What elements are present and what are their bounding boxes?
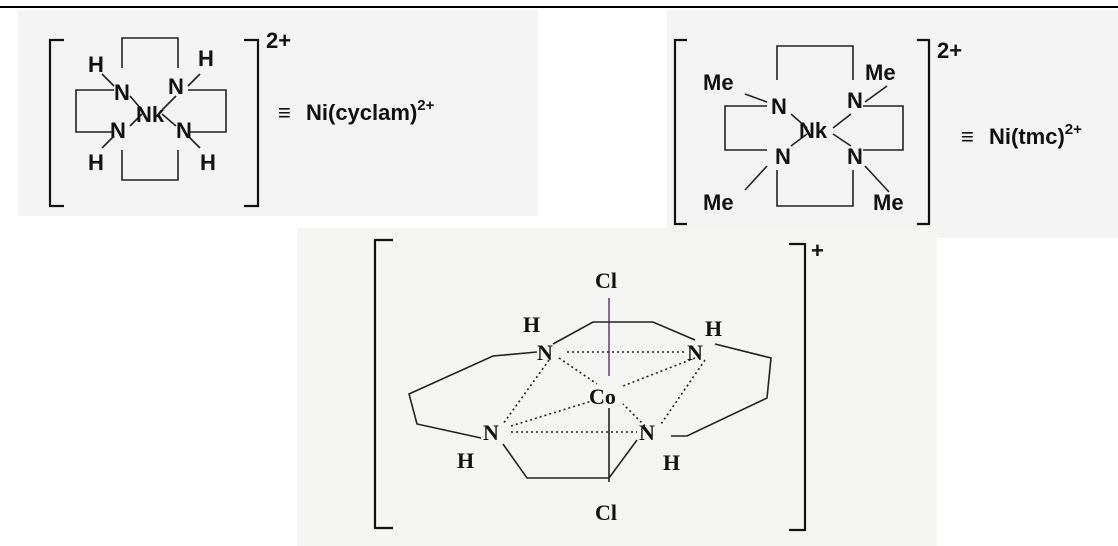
n-atom: N [687, 340, 703, 365]
n-metal-bonds [129, 95, 177, 127]
ring-left [724, 105, 767, 151]
ring-bottom [121, 150, 179, 181]
methyl-label: Me [873, 190, 904, 215]
right-bracket [917, 38, 931, 226]
h-atom: H [88, 150, 104, 175]
coordination-bond [622, 403, 646, 427]
n-atom: N [771, 94, 787, 119]
n-atom: N [847, 144, 863, 169]
charge-label: + [811, 238, 824, 263]
ring-right [863, 105, 904, 151]
macrocycle-ring [408, 321, 772, 479]
n-atom: N [483, 420, 499, 445]
ni-atom: Nk [799, 118, 828, 143]
n-atom: N [168, 74, 184, 99]
h-atom: H [457, 448, 474, 473]
right-bracket [244, 38, 260, 208]
coordination-bond [502, 359, 550, 425]
ring-top [121, 37, 179, 68]
methyl-label: Me [703, 70, 734, 95]
methyl-label: Me [703, 190, 734, 215]
ring-bottom [776, 170, 854, 207]
ring-right [188, 89, 227, 133]
left-bracket [48, 38, 64, 208]
n-atom: N [775, 144, 791, 169]
ni-atom: Nk [136, 102, 165, 127]
methyl-label: Me [865, 60, 896, 85]
equiv-sign: ≡ [961, 124, 974, 149]
n-metal-bonds [790, 113, 852, 147]
ni-tmc-structure: Me Me N N Nk N N Me Me 2+ ≡ Ni(tmc)2+ [667, 10, 1118, 238]
ring-left [75, 89, 114, 133]
left-bracket [673, 38, 687, 226]
right-bracket [789, 242, 807, 532]
cl-atom: Cl [595, 268, 617, 293]
coordination-bond [622, 357, 696, 387]
coordination-bond [558, 357, 598, 385]
complex-name: Ni(cyclam)2+ [306, 97, 435, 125]
me-bonds [744, 85, 890, 193]
n-atom: N [639, 420, 655, 445]
h-atom: H [88, 52, 104, 77]
n-atom: N [176, 118, 192, 143]
n-atom: N [114, 80, 130, 105]
n-atom: N [537, 340, 553, 365]
complex-name: Ni(tmc)2+ [989, 121, 1082, 149]
charge-label: 2+ [266, 28, 291, 53]
h-bonds [101, 73, 201, 149]
n-atom: N [110, 118, 126, 143]
h-atom: H [198, 46, 214, 71]
co-complex-structure: Cl H N H N Co N H N H Cl + [297, 228, 937, 546]
h-atom: H [200, 150, 216, 175]
h-atom: H [663, 450, 680, 475]
charge-label: 2+ [937, 38, 962, 63]
co-atom: Co [589, 384, 616, 409]
cl-atom: Cl [595, 500, 617, 525]
coordination-bond [660, 359, 706, 425]
n-atom: N [847, 88, 863, 113]
ni-cyclam-structure: H H N N Nk N N H H 2+ ≡ Ni(cyclam)2+ [18, 10, 538, 216]
h-atom: H [523, 312, 540, 337]
equiv-sign: ≡ [278, 100, 291, 125]
ring-top [776, 45, 854, 80]
h-atom: H [705, 316, 722, 341]
top-rule [0, 6, 1118, 8]
coordination-bond [510, 399, 596, 427]
left-bracket [373, 238, 393, 530]
